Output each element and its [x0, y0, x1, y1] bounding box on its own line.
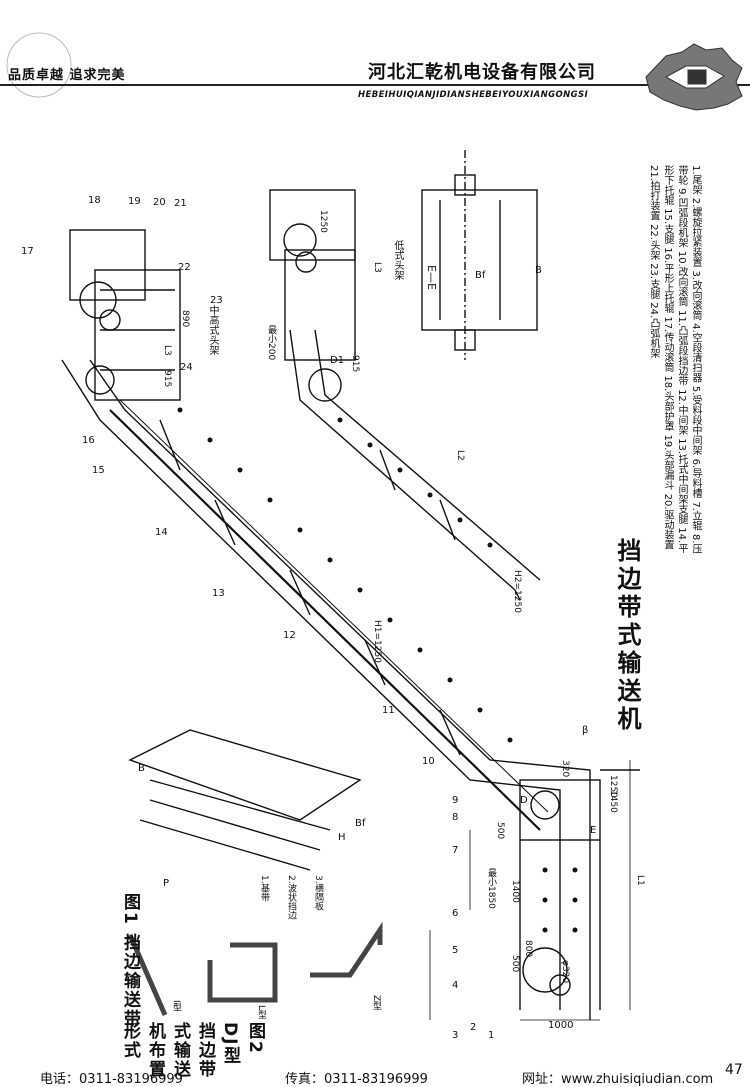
fig2-type-l: L型 — [256, 1005, 266, 1020]
drive-pulley — [79, 281, 117, 319]
head-frame — [94, 269, 181, 401]
dim-bf-section: Bf — [475, 270, 486, 281]
callout-20: 20 — [153, 197, 166, 208]
callout-2: 2 — [470, 1022, 477, 1033]
belt-upper-line — [109, 409, 541, 831]
footer-phone: 电话：0311-83196999 — [40, 1072, 183, 1087]
slogan-circle-decoration — [6, 32, 72, 98]
dim-h2: H2=1250 — [512, 570, 522, 613]
label-section-ee: E—E — [425, 265, 438, 290]
dim-500b: 500 — [510, 955, 520, 973]
fig1-title: 图1 挡边输送带 — [120, 893, 140, 1029]
fig2-title: 图2 DJ型挡边带式输送机布置形式 — [120, 1022, 265, 1079]
fig2-type-i: I型 — [171, 1000, 181, 1012]
dim-1400: 1400 — [510, 880, 520, 903]
footer-fax: 传真：0311-83196999 — [285, 1072, 428, 1087]
dim-min1850: 最小1850 — [486, 868, 496, 909]
dim-phi320: φ320 — [560, 960, 570, 984]
takeup-pulley — [522, 947, 568, 993]
callout-12: 12 — [283, 630, 296, 641]
dim-890: 890 — [180, 310, 190, 328]
callout-23: 23 — [210, 295, 223, 306]
callout-15: 15 — [92, 465, 105, 476]
company-name-cn: 河北汇乾机电设备有限公司 — [368, 62, 596, 83]
callout-16: 16 — [82, 435, 95, 446]
convex-pulley — [85, 365, 115, 395]
dim-915-low: 915 — [350, 355, 360, 373]
fig1-belt-outline — [128, 729, 362, 821]
dim-l3: L3 — [162, 345, 172, 356]
dim-915: 915 — [162, 370, 172, 388]
conveyor-frame-lower — [89, 359, 591, 1020]
callout-5: 5 — [452, 945, 459, 956]
dim-h1: H1=1250 — [372, 620, 382, 663]
dim-d1: D1 — [330, 355, 345, 366]
callout-4: 4 — [452, 980, 459, 991]
callout-14: 14 — [155, 527, 168, 538]
callout-22: 22 — [178, 262, 191, 273]
dim-1450: 1450 — [608, 790, 618, 813]
dim-1250b: 1250 — [608, 775, 618, 798]
callout-11: 11 — [382, 705, 395, 716]
drawing-title: 挡边带式输送机 — [613, 538, 641, 734]
dim-bf: Bf — [355, 818, 366, 829]
dim-h: H — [338, 832, 346, 843]
fig1-part-1: 1.基带 — [259, 875, 269, 902]
fig2-z-type — [310, 921, 383, 978]
head-hood — [69, 229, 146, 301]
fig1-part-2: 2.波状挡边 — [286, 875, 296, 920]
header-slogan: 品质卓越 追求完美 — [8, 68, 126, 83]
low-head-frame — [284, 249, 356, 361]
callout-17: 17 — [21, 246, 34, 257]
company-logo-gear-icon — [645, 43, 743, 111]
callout-19: 19 — [128, 196, 141, 207]
callout-24: 24 — [180, 362, 193, 373]
dim-l1: L1 — [635, 875, 645, 886]
header-rule — [0, 84, 750, 86]
dim-min200: 最小200 — [266, 325, 276, 361]
dim-e: E — [590, 825, 597, 836]
dim-1000: 1000 — [548, 1020, 574, 1031]
tail-frame — [519, 779, 601, 841]
callout-21: 21 — [174, 198, 187, 209]
callout-3: 3 — [452, 1030, 459, 1041]
dim-800: 800 — [523, 940, 533, 958]
callout-13: 13 — [212, 588, 225, 599]
parts-legend: 1.尾架 2.螺旋拉紧装置 3.改向滚筒 4.空段清扫器 5.受料段中间架 6.… — [648, 165, 701, 554]
tail-pulley — [530, 790, 560, 820]
dim-l3-low: L3 — [372, 262, 382, 273]
page-number: 47 — [725, 1062, 743, 1078]
callout-7: 7 — [452, 845, 459, 856]
dim-1250: 1250 — [318, 210, 328, 233]
low-head-hood — [269, 189, 356, 261]
conveyor-frame-upper — [61, 359, 561, 1010]
callout-9: 9 — [452, 795, 459, 806]
fig1-part-3: 3.横隔板 — [313, 875, 323, 911]
dim-d: D — [520, 795, 528, 806]
label-mid-high-head: 中高式头架 — [207, 305, 218, 355]
dim-b-section: B — [535, 265, 542, 276]
callout-18: 18 — [88, 195, 101, 206]
dim-500: 500 — [495, 822, 505, 840]
label-low-head: 低式头架 — [392, 240, 403, 280]
dim-l2: L2 — [455, 450, 465, 461]
footer-website: 网址：www.zhuisiqiudian.com — [522, 1072, 714, 1087]
low-conveyor-frame-upper — [289, 329, 521, 601]
dim-p: P — [163, 878, 170, 889]
callout-1: 1 — [488, 1030, 495, 1041]
low-conveyor-frame-lower — [314, 329, 541, 581]
low-convex-pulley — [308, 368, 342, 402]
fig2-i-type — [127, 933, 168, 1017]
dim-beta: β — [582, 725, 589, 736]
fig2-type-z: Z型 — [371, 995, 381, 1011]
callout-10: 10 — [422, 756, 435, 767]
section-ee-outline — [421, 189, 538, 331]
company-name-en: HEBEIHUIQIANJIDIANSHEBEIYOUXIANGONGSI — [358, 90, 589, 100]
callout-8: 8 — [452, 812, 459, 823]
fig2-l-type — [207, 942, 278, 1003]
callout-6: 6 — [452, 908, 459, 919]
dim-b: B — [138, 763, 145, 774]
dim-320: 320 — [560, 760, 570, 778]
